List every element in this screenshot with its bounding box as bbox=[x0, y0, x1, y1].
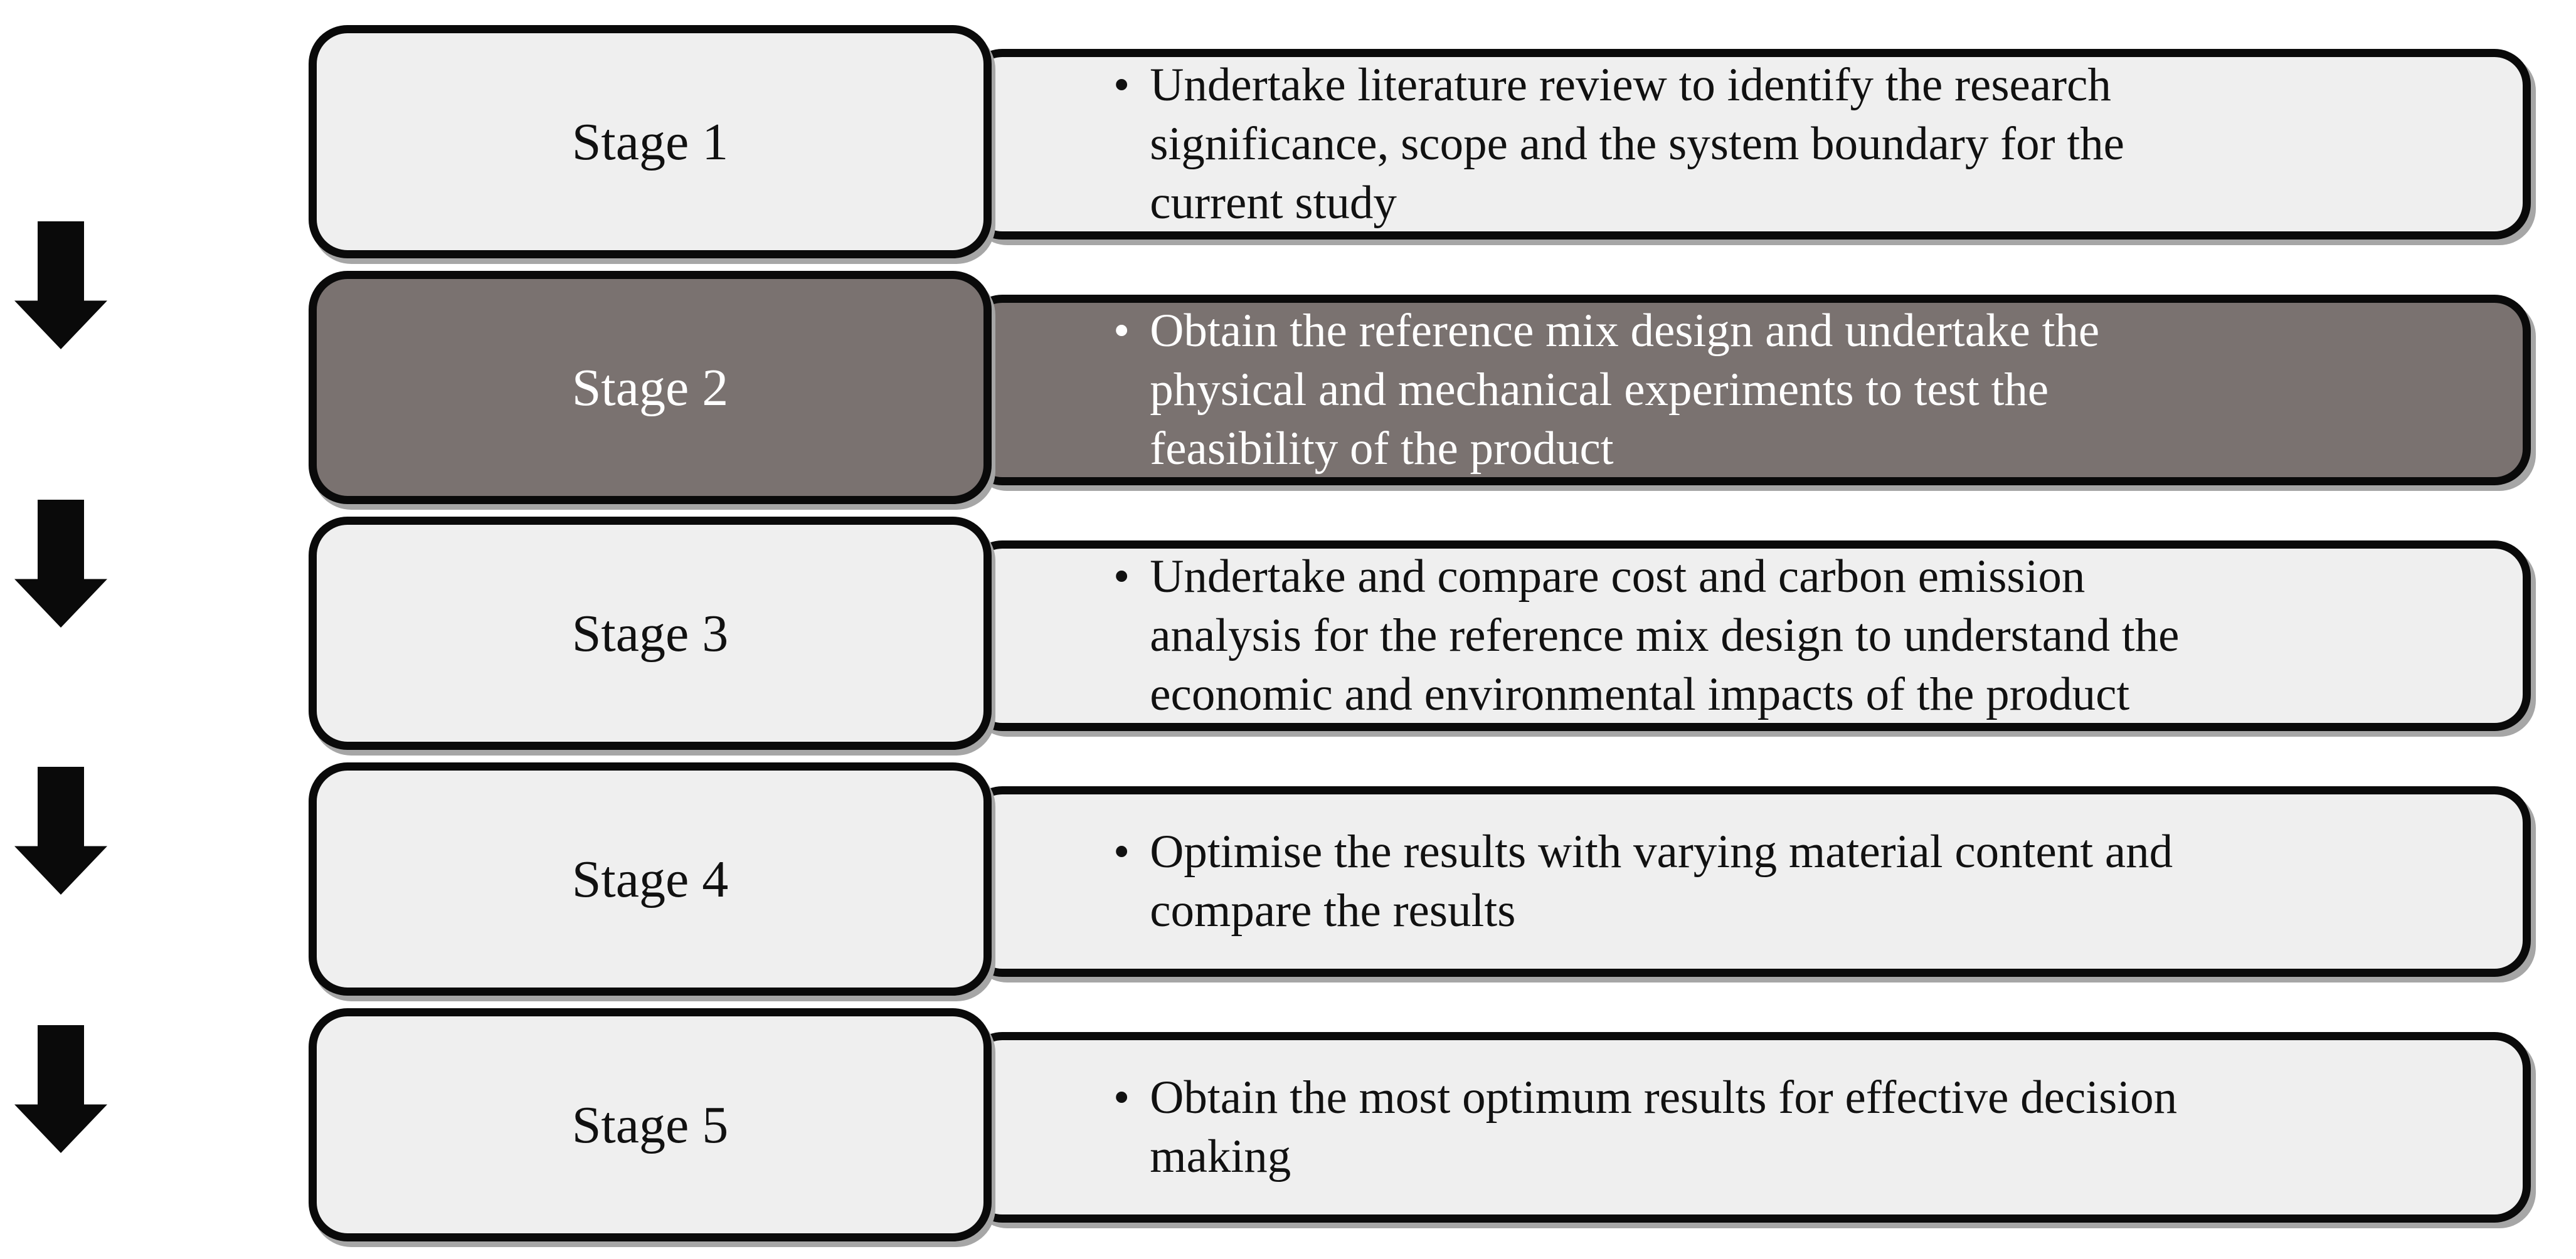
down-arrow-icon bbox=[14, 1025, 107, 1153]
stage-3-box: Stage 3 bbox=[309, 517, 992, 750]
stage-3-description: Undertake and compare cost and carbon em… bbox=[1150, 550, 2180, 720]
stage-3-label: Stage 3 bbox=[571, 604, 729, 663]
bullet-icon: • bbox=[1113, 1072, 1130, 1124]
down-arrow-icon bbox=[14, 500, 107, 628]
stage-2-description: Obtain the reference mix design and unde… bbox=[1150, 305, 2100, 475]
stage-1-label: Stage 1 bbox=[571, 112, 729, 171]
stage-2-description-box: • Obtain the reference mix design and un… bbox=[966, 295, 2531, 485]
stage-5-box: Stage 5 bbox=[309, 1008, 992, 1241]
stage-3-description-box: • Undertake and compare cost and carbon … bbox=[966, 540, 2531, 731]
stage-2-box: Stage 2 bbox=[309, 271, 992, 504]
down-arrow-icon bbox=[14, 767, 107, 895]
bullet-icon: • bbox=[1113, 305, 1130, 357]
stage-5-description: Obtain the most optimum results for effe… bbox=[1150, 1072, 2178, 1183]
bullet-icon: • bbox=[1113, 550, 1130, 603]
stage-4-label: Stage 4 bbox=[571, 850, 729, 909]
stage-1-box: Stage 1 bbox=[309, 25, 992, 258]
stage-2-label: Stage 2 bbox=[571, 358, 729, 417]
down-arrow-icon bbox=[14, 221, 107, 349]
stage-1-description: Undertake literature review to identify … bbox=[1150, 59, 2124, 229]
bullet-icon: • bbox=[1113, 826, 1130, 878]
stage-4-description: Optimise the results with varying materi… bbox=[1150, 826, 2173, 937]
stage-1-description-box: • Undertake literature review to identif… bbox=[966, 49, 2531, 240]
stage-5-label: Stage 5 bbox=[571, 1095, 729, 1154]
bullet-icon: • bbox=[1113, 59, 1130, 112]
stage-5-description-box: • Obtain the most optimum results for ef… bbox=[966, 1032, 2531, 1223]
stage-4-box: Stage 4 bbox=[309, 762, 992, 996]
stage-4-description-box: • Optimise the results with varying mate… bbox=[966, 786, 2531, 977]
